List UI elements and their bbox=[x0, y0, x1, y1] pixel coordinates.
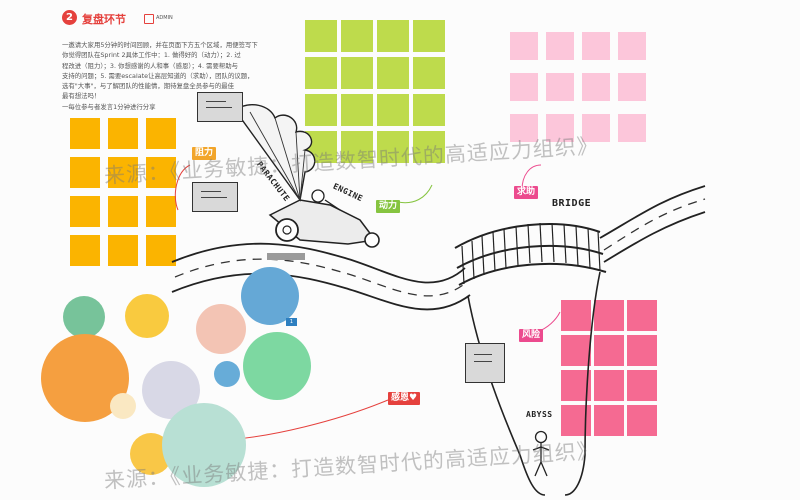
bubble bbox=[41, 334, 129, 422]
sticky-note[interactable] bbox=[70, 196, 100, 227]
sticky-note[interactable] bbox=[627, 300, 657, 331]
bubble bbox=[162, 403, 246, 487]
sticky-note[interactable] bbox=[510, 32, 538, 60]
bubble bbox=[63, 296, 105, 338]
sticky-note[interactable] bbox=[305, 20, 337, 52]
note-card bbox=[192, 182, 238, 212]
abyss-label: ABYSS bbox=[526, 410, 553, 419]
sticky-note[interactable] bbox=[377, 94, 409, 126]
sticky-note[interactable] bbox=[377, 57, 409, 89]
instruction-line: 你觉得团队在Sprint 2具体工作中：1. 做得好的（动力）；2. 过 bbox=[62, 51, 241, 60]
sticky-note[interactable] bbox=[377, 20, 409, 52]
power-tag: 动力 bbox=[376, 200, 401, 213]
sticky-note[interactable] bbox=[618, 114, 646, 142]
sticky-note[interactable] bbox=[546, 32, 574, 60]
sticky-note[interactable] bbox=[108, 157, 138, 188]
sticky-note[interactable] bbox=[561, 300, 591, 331]
sticky-note[interactable] bbox=[341, 131, 373, 163]
step-number-badge: 2 bbox=[62, 10, 77, 25]
sticky-note[interactable] bbox=[70, 157, 100, 188]
bridge-label: BRIDGE bbox=[552, 198, 592, 209]
instruction-line: 一每位参与者发言1分钟进行分享 bbox=[62, 102, 156, 111]
sticky-note[interactable] bbox=[561, 335, 591, 366]
sticky-note[interactable] bbox=[413, 20, 445, 52]
sticky-note[interactable] bbox=[510, 73, 538, 101]
sticky-note[interactable] bbox=[108, 118, 138, 149]
sticky-note[interactable] bbox=[627, 370, 657, 401]
admin-icon bbox=[144, 14, 154, 24]
resistance-tag: 阻力 bbox=[192, 147, 217, 160]
sticky-note[interactable] bbox=[546, 114, 574, 142]
sticky-note[interactable] bbox=[627, 405, 657, 436]
sticky-note[interactable] bbox=[594, 300, 624, 331]
sticky-note[interactable] bbox=[510, 114, 538, 142]
bubble bbox=[142, 361, 200, 419]
sticky-note[interactable] bbox=[618, 32, 646, 60]
admin-label: ADMIN bbox=[156, 15, 173, 21]
sticky-note[interactable] bbox=[546, 73, 574, 101]
bubble bbox=[125, 294, 169, 338]
sticky-note[interactable] bbox=[341, 94, 373, 126]
instruction-line: 程改进（阻力）；3. 你想感谢的人和事（感恩）；4. 需要帮助与 bbox=[62, 61, 239, 70]
sticky-note[interactable] bbox=[146, 118, 176, 149]
sticky-note[interactable] bbox=[413, 94, 445, 126]
sticky-note[interactable] bbox=[146, 196, 176, 227]
section-title: 复盘环节 bbox=[82, 13, 126, 26]
sticky-note[interactable] bbox=[108, 196, 138, 227]
gratitude-tag: 感恩♥ bbox=[388, 392, 421, 405]
instruction-line: 支持的问题；5. 需要escalate让高层知道的（求助），团队的议题， bbox=[62, 71, 254, 80]
sticky-note[interactable] bbox=[413, 131, 445, 163]
sticky-note[interactable] bbox=[582, 32, 610, 60]
instruction-line: 最有想法吗！ bbox=[62, 92, 101, 101]
sticky-note[interactable] bbox=[594, 335, 624, 366]
instructions: 一邀请大家用5分钟的时间回顾，并在页面下方五个区域，用便签写下 你觉得团队在Sp… bbox=[62, 40, 267, 112]
sticky-note[interactable] bbox=[582, 114, 610, 142]
sticky-note[interactable] bbox=[70, 118, 100, 149]
instruction-line: 一邀请大家用5分钟的时间回顾，并在页面下方五个区域，用便签写下 bbox=[62, 41, 258, 49]
sticky-note[interactable] bbox=[305, 94, 337, 126]
note-card bbox=[197, 92, 243, 122]
risk-tag: 风险 bbox=[519, 329, 544, 342]
bubble bbox=[130, 433, 172, 475]
small-badge: 1 bbox=[286, 318, 297, 326]
sticky-note[interactable] bbox=[341, 20, 373, 52]
sticky-note[interactable] bbox=[582, 73, 610, 101]
sticky-note[interactable] bbox=[146, 235, 176, 266]
help-tag: 求助 bbox=[514, 186, 539, 199]
sticky-note[interactable] bbox=[618, 73, 646, 101]
sticky-note[interactable] bbox=[627, 335, 657, 366]
bubble bbox=[196, 304, 246, 354]
sticky-note[interactable] bbox=[305, 57, 337, 89]
note-card bbox=[465, 343, 505, 383]
bubble bbox=[110, 393, 136, 419]
sticky-note[interactable] bbox=[341, 57, 373, 89]
instruction-line: 选有"大事"，与了解团队的性能情，期待复盘全员参与的最佳 bbox=[62, 82, 235, 91]
sticky-note[interactable] bbox=[146, 157, 176, 188]
bubble bbox=[214, 361, 240, 387]
sticky-note[interactable] bbox=[70, 235, 100, 266]
step-number: 2 bbox=[66, 12, 73, 23]
sticky-note[interactable] bbox=[413, 57, 445, 89]
bubble bbox=[243, 332, 311, 400]
sticky-note[interactable] bbox=[594, 370, 624, 401]
sticky-note[interactable] bbox=[377, 131, 409, 163]
bubble bbox=[241, 267, 299, 325]
sticky-note[interactable] bbox=[594, 405, 624, 436]
sticky-note[interactable] bbox=[108, 235, 138, 266]
